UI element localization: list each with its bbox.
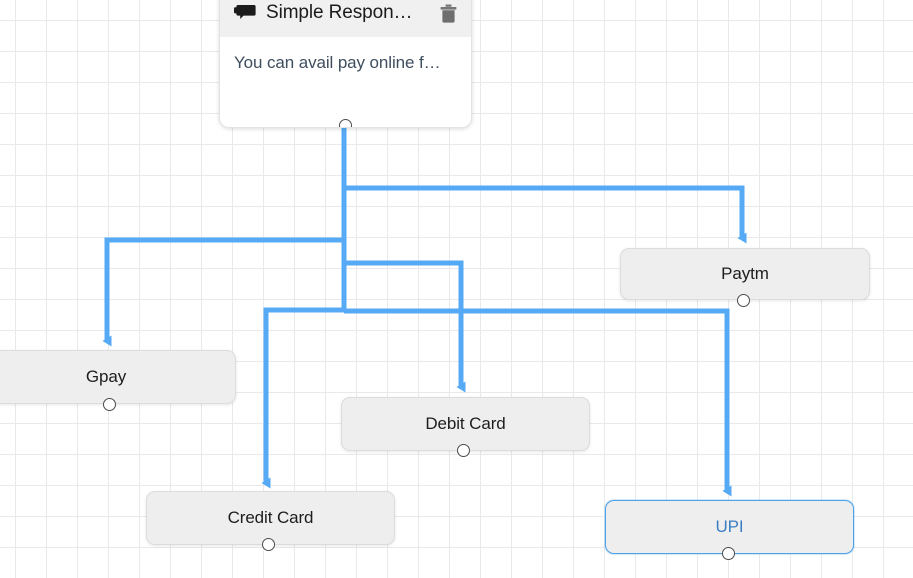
option-node-label: UPI bbox=[715, 517, 744, 536]
option-node-gpay[interactable]: Gpay bbox=[0, 350, 236, 411]
message-node-header[interactable]: Simple Respon… bbox=[220, 0, 471, 37]
message-node-source-handle[interactable] bbox=[339, 119, 352, 127]
option-node-label: Credit Card bbox=[227, 508, 314, 527]
message-node-title: Simple Respon… bbox=[266, 2, 413, 23]
edge-to-credit-card bbox=[261, 307, 344, 489]
option-node-label: Gpay bbox=[85, 367, 127, 386]
option-node-source-handle[interactable] bbox=[103, 398, 116, 411]
option-node-debit-card[interactable]: Debit Card bbox=[341, 397, 590, 457]
option-node-source-handle[interactable] bbox=[722, 547, 735, 560]
option-node-paytm[interactable]: Paytm bbox=[620, 248, 870, 307]
edge-to-gpay bbox=[102, 237, 344, 347]
option-node-source-handle[interactable] bbox=[737, 294, 750, 307]
option-node-upi[interactable]: UPI bbox=[605, 500, 854, 560]
chat-bubble-icon bbox=[234, 4, 256, 22]
option-node-label: Paytm bbox=[721, 264, 769, 283]
edge-to-paytm bbox=[344, 185, 747, 244]
option-node-credit-card[interactable]: Credit Card bbox=[146, 491, 395, 551]
message-node-body: You can avail pay online f… bbox=[234, 53, 441, 72]
option-node-source-handle[interactable] bbox=[457, 444, 470, 457]
message-node[interactable]: Simple Respon… You can avail pay online … bbox=[219, 0, 472, 128]
edge-to-debit-card bbox=[344, 260, 466, 393]
option-node-source-handle[interactable] bbox=[262, 538, 275, 551]
option-node-label: Debit Card bbox=[425, 414, 506, 433]
trash-icon[interactable] bbox=[435, 0, 461, 26]
